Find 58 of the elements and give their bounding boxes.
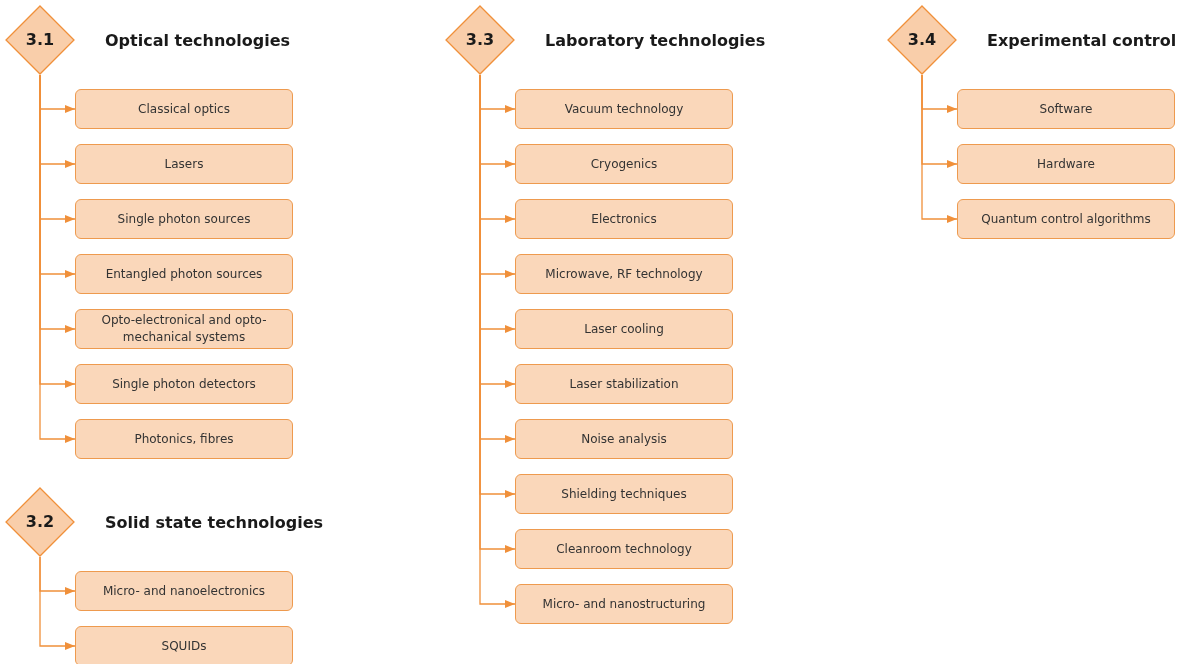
topic-label: SQUIDs [161, 637, 207, 655]
section-heading: Experimental control [987, 30, 1177, 52]
topic-box [75, 199, 293, 239]
topic-label: Single photon sources [117, 210, 251, 228]
topic-label: Hardware [1037, 155, 1095, 173]
topic-box [75, 254, 293, 294]
section-diamond [445, 5, 515, 75]
topic-box [515, 309, 733, 349]
section-number: 3.2 [25, 511, 55, 533]
topic-label: Photonics, fibres [134, 430, 234, 448]
topic-label: Single photon detectors [112, 375, 256, 393]
topic-label: Laser stabilization [569, 375, 679, 393]
topic-label: Vacuum technology [564, 100, 684, 118]
topic-box [515, 144, 733, 184]
topic-label: Cleanroom technology [556, 540, 692, 558]
topic-label: Opto-electronical and opto-mechanical systems [100, 312, 268, 346]
topic-label: Micro- and nanostructuring [542, 595, 706, 613]
section-number: 3.4 [907, 29, 937, 51]
topic-label: Shielding techniques [561, 485, 687, 503]
section-diamond [5, 487, 75, 557]
topic-box [75, 89, 293, 129]
topic-box [957, 144, 1175, 184]
topic-box [75, 364, 293, 404]
topic-label: Noise analysis [581, 430, 667, 448]
topic-box [75, 309, 293, 349]
section-diamond [5, 5, 75, 75]
topic-box [957, 89, 1175, 129]
topic-label: Software [1039, 100, 1093, 118]
topic-label: Entangled photon sources [105, 265, 263, 283]
topic-label: Classical optics [138, 100, 230, 118]
arrow [39, 556, 76, 650]
section-heading: Solid state technologies [105, 512, 324, 534]
section-number: 3.3 [465, 29, 495, 51]
section-number: 3.1 [25, 29, 55, 51]
topic-label: Electronics [591, 210, 657, 228]
topic-label: Micro- and nanoelectronics [102, 582, 266, 600]
topic-box [75, 626, 293, 664]
topic-box [957, 199, 1175, 239]
topic-box [75, 571, 293, 611]
topic-box [515, 529, 733, 569]
topic-box [515, 364, 733, 404]
topic-label: Microwave, RF technology [545, 265, 703, 283]
topic-box [75, 419, 293, 459]
topic-box [515, 419, 733, 459]
topic-box [515, 89, 733, 129]
topic-box [515, 474, 733, 514]
topic-label: Quantum control algorithms [981, 210, 1151, 228]
topic-box [75, 144, 293, 184]
section-heading: Laboratory technologies [545, 30, 766, 52]
section-diamond [887, 5, 957, 75]
topic-label: Laser cooling [584, 320, 664, 338]
topic-box [515, 199, 733, 239]
arrow [921, 74, 958, 223]
topic-box [515, 254, 733, 294]
topic-label: Cryogenics [590, 155, 658, 173]
section-heading: Optical technologies [105, 30, 291, 52]
topic-box [515, 584, 733, 624]
topic-label: Lasers [164, 155, 204, 173]
